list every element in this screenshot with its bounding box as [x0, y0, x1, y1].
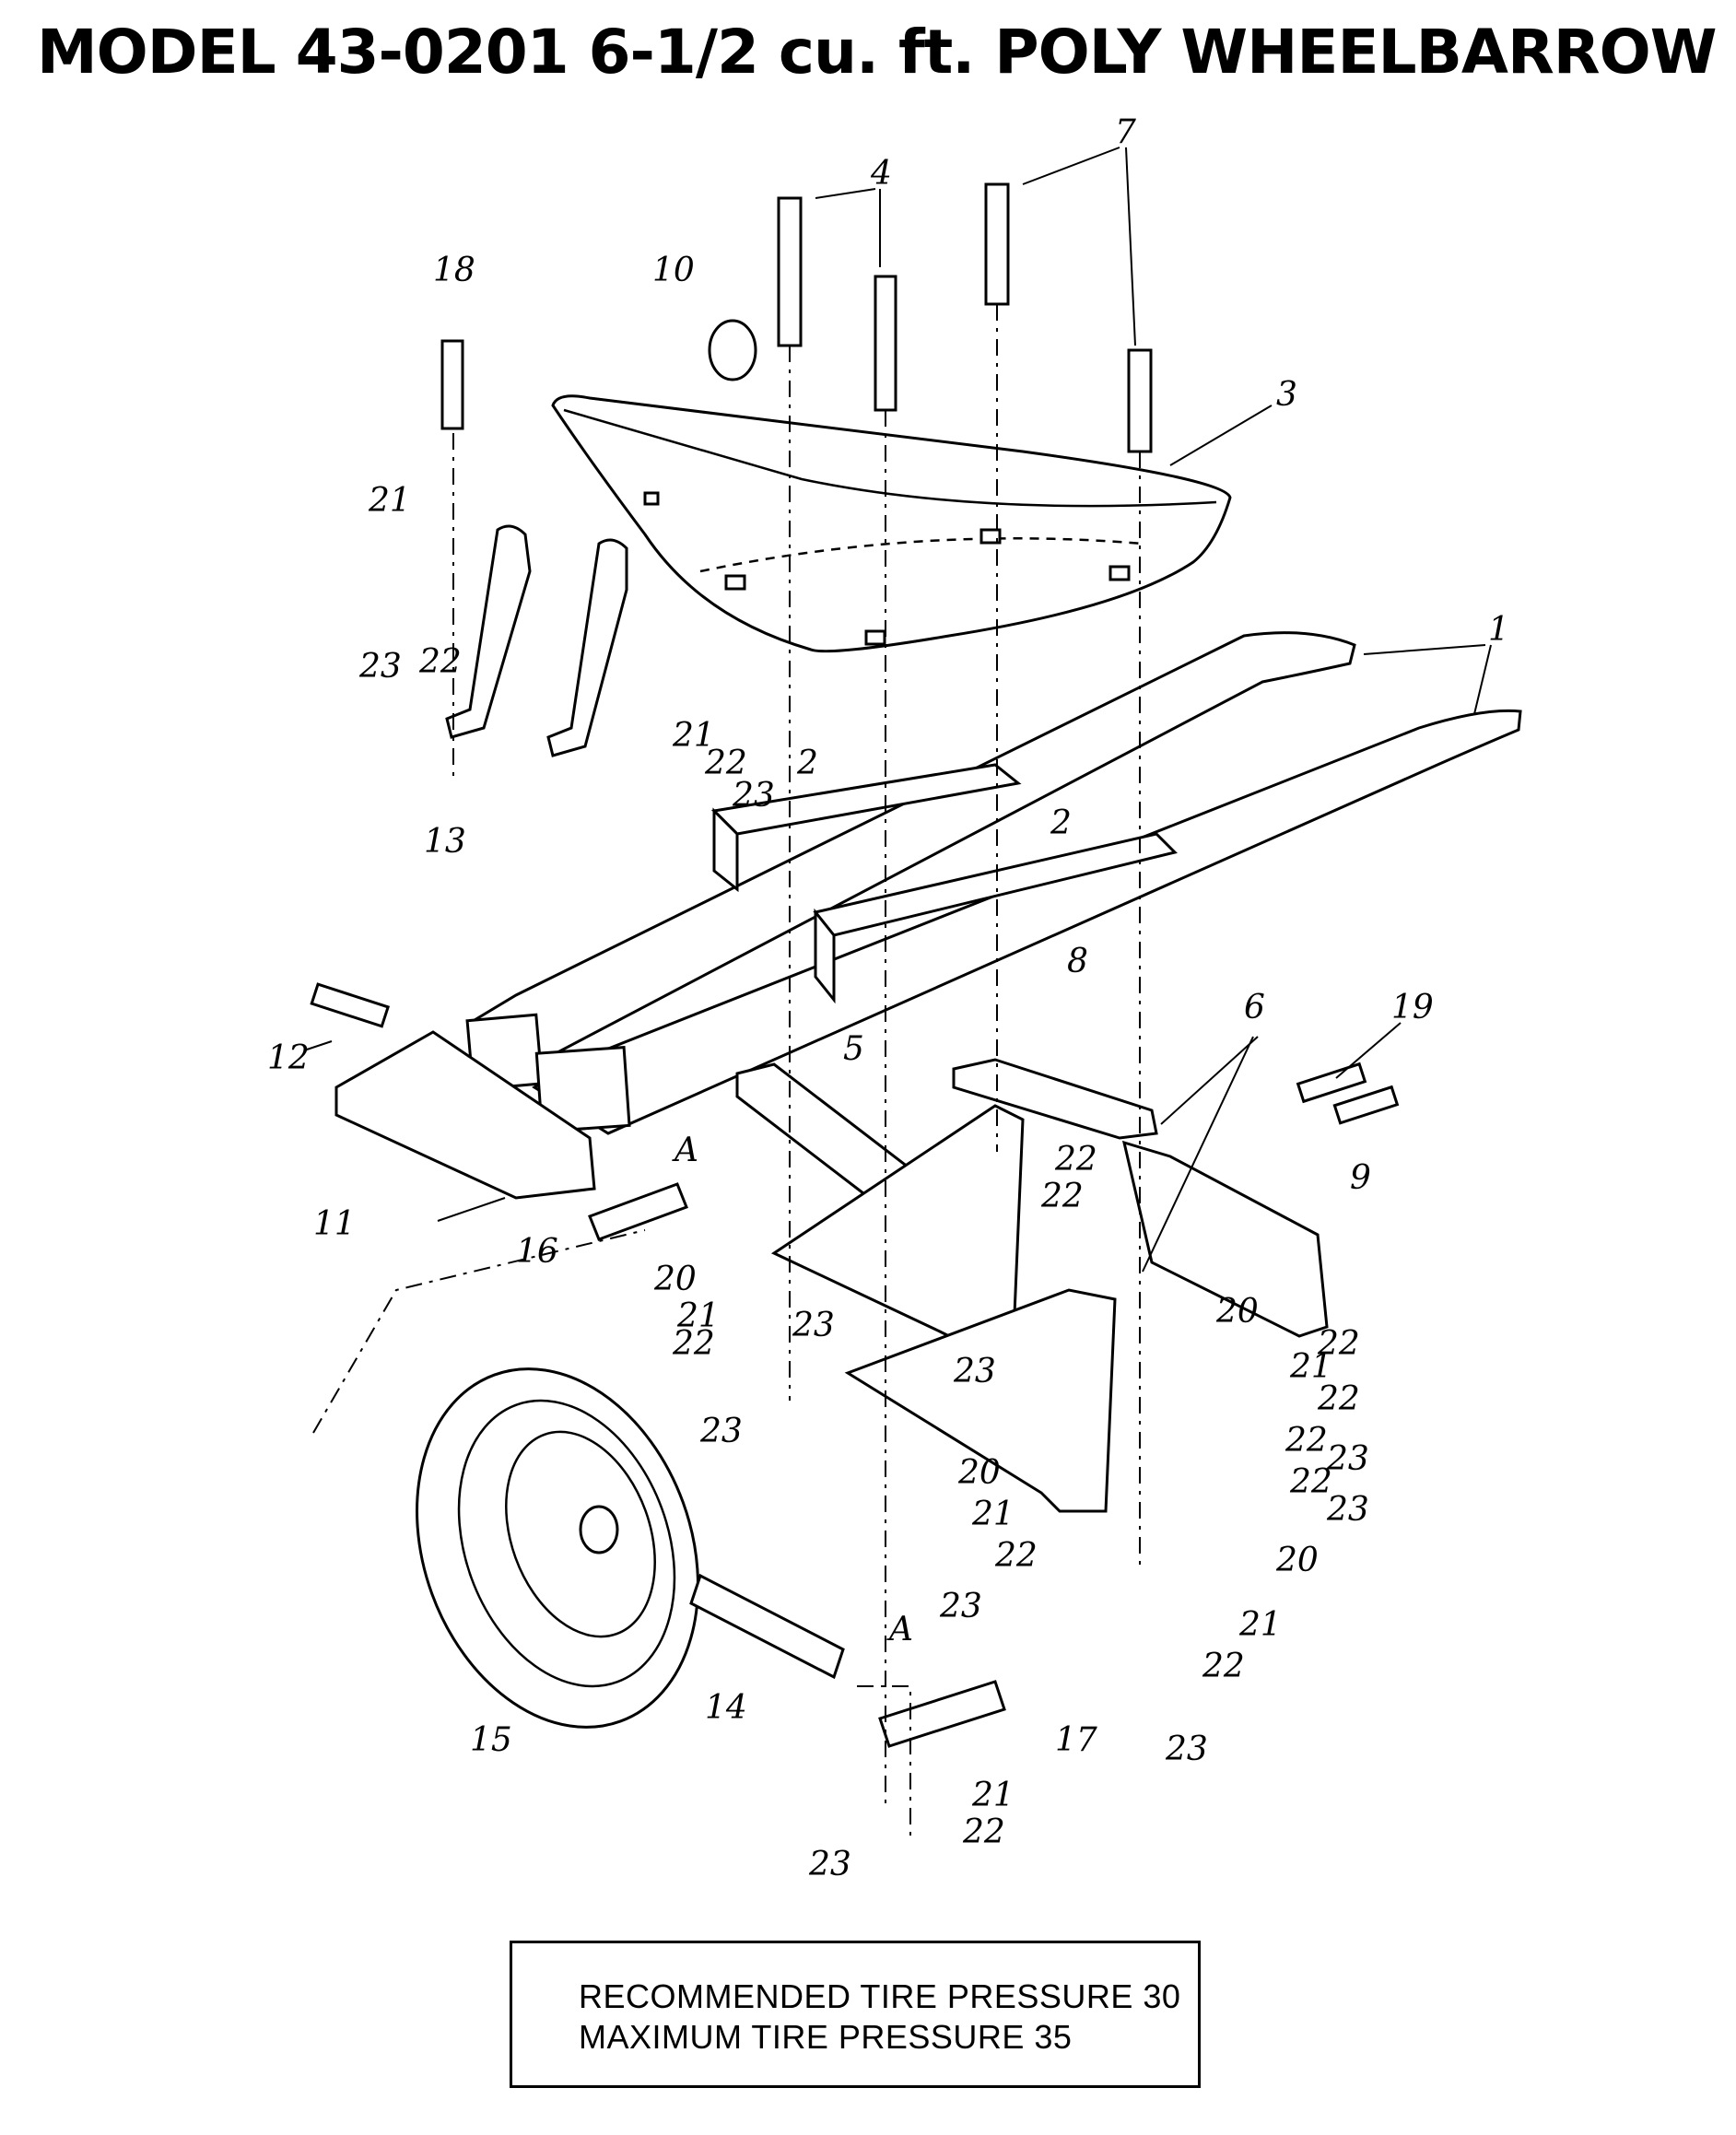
callout-21: 21	[971, 1777, 1015, 1814]
callout-14: 14	[705, 1689, 747, 1727]
callout-A: A	[672, 1132, 698, 1169]
callout-10: 10	[652, 252, 695, 289]
callout-2: 2	[796, 745, 818, 782]
callout-20: 20	[653, 1261, 697, 1298]
callout-22: 22	[1289, 1463, 1332, 1501]
callout-23: 23	[732, 777, 775, 815]
callout-11: 11	[313, 1205, 356, 1243]
callout-22: 22	[1317, 1325, 1360, 1363]
callout-4: 4	[870, 155, 892, 193]
callout-20: 20	[957, 1454, 1001, 1492]
callout-18: 18	[433, 252, 475, 289]
callout-A: A	[886, 1611, 913, 1648]
tire-pressure-notice: RECOMMENDED TIRE PRESSURE 30 MAXIMUM TIR…	[510, 1941, 1201, 2088]
callout-23: 23	[358, 648, 402, 686]
callout-5: 5	[843, 1030, 864, 1068]
callout-22: 22	[672, 1325, 715, 1363]
callout-21: 21	[672, 717, 715, 755]
callout-21: 21	[1289, 1348, 1332, 1386]
maximum-tire-pressure: MAXIMUM TIRE PRESSURE 35	[579, 2018, 1073, 2056]
callout-23: 23	[699, 1413, 743, 1450]
center-lines	[312, 304, 1141, 1843]
callout-labels: 1 2 2 3 4 5 6 7 8 9 10 11 12 13 14 15 16…	[267, 113, 1509, 1883]
callout-8: 8	[1067, 943, 1088, 980]
handles	[465, 631, 1522, 1135]
callout-22: 22	[418, 643, 462, 681]
callout-23: 23	[1326, 1491, 1369, 1529]
callout-17: 17	[1055, 1721, 1097, 1759]
callout-22: 22	[1040, 1178, 1084, 1215]
callout-16: 16	[516, 1233, 558, 1271]
callout-22: 22	[704, 745, 747, 782]
page-title: MODEL 43-0201 6-1/2 cu. ft. POLY WHEELBA…	[37, 17, 1718, 88]
callout-23: 23	[953, 1353, 996, 1390]
callout-3: 3	[1276, 376, 1297, 414]
recommended-tire-pressure: RECOMMENDED TIRE PRESSURE 30	[579, 1977, 1181, 2015]
poly-tray	[551, 394, 1232, 653]
callout-23: 23	[792, 1307, 835, 1344]
callout-21: 21	[676, 1297, 720, 1335]
callout-12: 12	[267, 1039, 310, 1077]
callout-22: 22	[962, 1813, 1005, 1851]
callout-21: 21	[1238, 1606, 1282, 1644]
callout-22: 22	[1054, 1141, 1097, 1179]
callout-7: 7	[1115, 113, 1136, 151]
callout-22: 22	[1202, 1648, 1245, 1685]
callout-19: 19	[1391, 989, 1434, 1026]
legs	[445, 524, 1329, 1513]
leader-lines	[303, 147, 1492, 1273]
callout-22: 22	[1317, 1380, 1360, 1418]
callout-13: 13	[424, 823, 466, 861]
callout-23: 23	[939, 1588, 982, 1625]
callout-23: 23	[808, 1846, 851, 1883]
callout-9: 9	[1350, 1159, 1371, 1197]
callout-21: 21	[368, 482, 411, 520]
callout-15: 15	[470, 1721, 512, 1759]
bolts	[310, 182, 1400, 1125]
callout-1: 1	[1488, 611, 1509, 649]
callout-23: 23	[1326, 1440, 1369, 1478]
callout-22: 22	[1284, 1422, 1328, 1460]
callout-23: 23	[1165, 1730, 1208, 1768]
callout-6: 6	[1244, 989, 1265, 1026]
callout-21: 21	[971, 1496, 1015, 1533]
callout-2: 2	[1050, 804, 1072, 842]
callout-20: 20	[1215, 1293, 1259, 1331]
callout-22: 22	[994, 1537, 1038, 1575]
callout-20: 20	[1275, 1542, 1319, 1579]
wheel	[416, 1367, 845, 1729]
